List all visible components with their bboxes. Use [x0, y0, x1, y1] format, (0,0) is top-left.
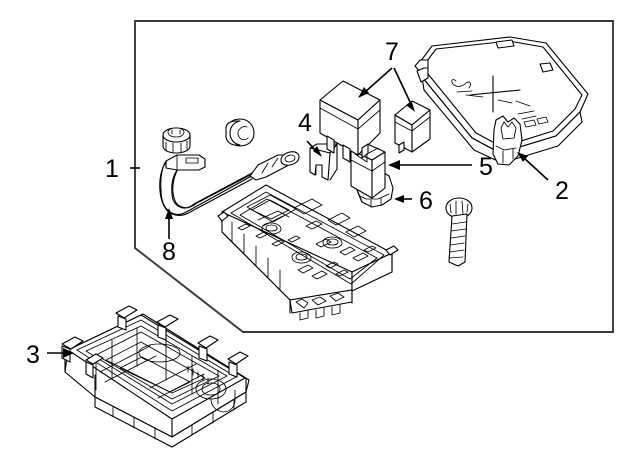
battery-cable-part — [159, 151, 300, 239]
relay-part-large — [319, 80, 381, 163]
hex-nut-part — [162, 127, 191, 154]
fuse-block-lower-housing-part — [47, 305, 250, 448]
cover-crosshair-marking — [469, 75, 521, 113]
round-cap-grommet-part — [225, 118, 255, 147]
callout-6-leader — [394, 195, 412, 203]
callout-label-8: 8 — [162, 238, 176, 266]
callout-3-leader — [47, 348, 74, 358]
callout-8-leader — [165, 208, 173, 239]
callout-7-leader — [358, 67, 415, 112]
relay-part-small — [394, 100, 431, 154]
callout-5-leader — [388, 160, 472, 170]
callout-label-1: 1 — [105, 155, 119, 183]
fuse-block-base-tray-part — [217, 184, 399, 321]
callout-label-3: 3 — [26, 341, 40, 369]
fuse-block-cover-part — [414, 36, 589, 181]
callout-label-5: 5 — [479, 153, 493, 181]
callout-labels: 1 2 3 4 5 6 7 8 — [26, 38, 569, 369]
callout-4-leader — [306, 140, 322, 157]
callout-label-7: 7 — [385, 38, 399, 66]
callout-2-leader — [517, 152, 549, 181]
callout-label-2: 2 — [555, 177, 569, 205]
callout-label-4: 4 — [298, 109, 312, 137]
mini-fuse-part — [306, 140, 338, 181]
assembly-frame — [134, 20, 614, 333]
callout-label-6: 6 — [419, 187, 433, 215]
hex-flange-bolt-part — [445, 197, 473, 267]
